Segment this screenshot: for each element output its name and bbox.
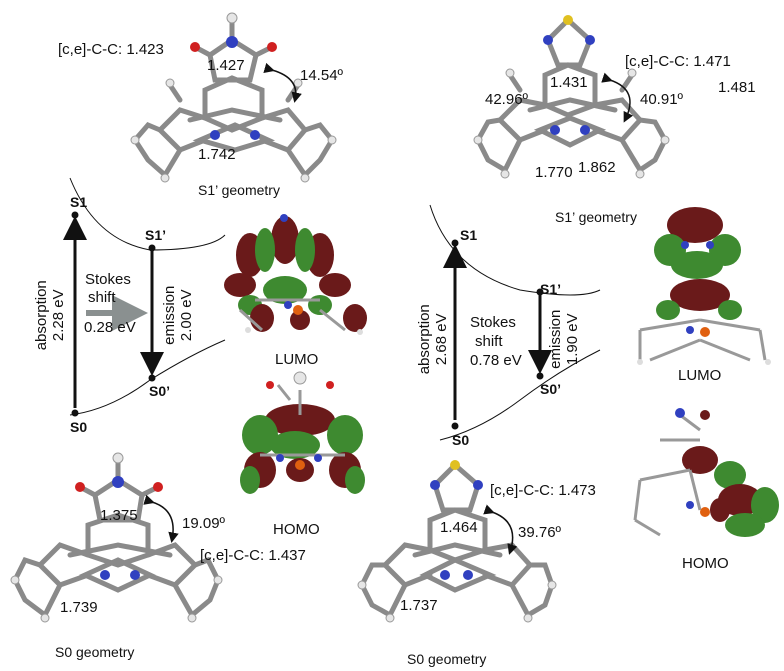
right-absorption-value: 2.68 eV (433, 313, 450, 366)
left-s0-angle: 19.09º (182, 515, 226, 532)
right-s1-bond-label-2: 1.481 (718, 79, 756, 96)
right-s1-center-bond: 1.431 (550, 74, 588, 91)
lumo-orbital-right (637, 207, 771, 365)
energy-diagram-left (63, 177, 226, 417)
left-s0-caption: S0 geometry (55, 644, 135, 660)
right-emission-text: emission (546, 309, 564, 369)
right-s1-angle-left: 42.96º (485, 91, 529, 108)
right-homo-label: HOMO (682, 555, 729, 572)
right-stokes-label-2: shift (475, 333, 503, 350)
left-stokes-label-1: Stokes (85, 271, 131, 288)
atoms-right-s0 (357, 460, 557, 623)
molecule-right-s1 (475, 16, 668, 174)
angle-arrow-left-s0 (143, 494, 179, 543)
left-state-s0-prime: S0’ (149, 383, 171, 399)
right-s1-bond-label: [c,e]-C-C: 1.471 (625, 53, 731, 70)
right-s0-bond-label: [c,e]-C-C: 1.473 (490, 482, 596, 499)
left-state-s1-prime: S1’ (145, 227, 167, 243)
left-s1-center-bond: 1.427 (207, 57, 245, 74)
molecule-left-s0 (12, 457, 221, 619)
right-s0-caption: S0 geometry (407, 651, 487, 667)
homo-orbital-right (633, 408, 779, 537)
energy-diagram-right (429, 204, 601, 441)
right-s1-caption: S1’ geometry (555, 209, 637, 225)
angle-arrow-right-s1 (601, 72, 634, 123)
lumo-orbital-left (224, 214, 367, 335)
left-s1-bond-label: [c,e]-C-C: 1.423 (58, 41, 164, 58)
left-emission-text: emission (160, 285, 178, 345)
left-stokes-label-2: shift (88, 289, 116, 306)
right-s1-angle-right: 40.91º (640, 91, 684, 108)
right-s0-nn-bond: 1.737 (400, 597, 438, 614)
atoms-right-s1 (473, 15, 670, 179)
left-state-s1: S1 (70, 194, 88, 210)
left-lumo-label: LUMO (275, 351, 319, 368)
right-s1-nn-bond-right: 1.862 (578, 159, 616, 176)
left-emission-label: emission 2.00 eV (161, 275, 196, 355)
left-emission-value: 2.00 eV (178, 289, 195, 342)
left-homo-label: HOMO (273, 521, 320, 538)
right-s0-angle: 39.76º (518, 524, 562, 541)
left-absorption-value: 2.28 eV (50, 289, 67, 342)
left-stokes-value: 0.28 eV (84, 319, 136, 336)
right-state-s0: S0 (452, 432, 470, 448)
right-absorption-label: absorption 2.68 eV (416, 299, 451, 379)
right-s1-nn-bond-left: 1.770 (535, 164, 573, 181)
right-state-s1-prime: S1’ (540, 281, 562, 297)
right-state-s1: S1 (460, 227, 478, 243)
right-absorption-text: absorption (415, 304, 433, 375)
atoms-left-s0 (10, 452, 223, 623)
right-lumo-label: LUMO (678, 367, 722, 384)
left-absorption-text: absorption (32, 280, 50, 351)
angle-arrow-right-s0 (483, 504, 518, 555)
right-state-s0-prime: S0’ (540, 381, 562, 397)
left-absorption-label: absorption 2.28 eV (33, 275, 68, 355)
angle-arrow-left-s1 (263, 62, 302, 103)
right-emission-value: 1.90 eV (564, 313, 581, 366)
right-stokes-value: 0.78 eV (470, 352, 522, 369)
left-s0-nn-bond: 1.739 (60, 599, 98, 616)
left-state-s0: S0 (70, 419, 88, 435)
right-emission-label: emission 1.90 eV (547, 299, 582, 379)
left-s0-bond-label: [c,e]-C-C: 1.437 (200, 547, 306, 564)
right-stokes-label-1: Stokes (470, 314, 516, 331)
left-s1-angle: 14.54º (300, 67, 344, 84)
homo-orbital-left (240, 371, 365, 494)
left-s1-nn-bond: 1.742 (198, 146, 236, 163)
right-s0-center-bond: 1.464 (440, 519, 478, 536)
left-s0-center-bond: 1.375 (100, 507, 138, 524)
left-s1-caption: S1’ geometry (198, 182, 280, 198)
